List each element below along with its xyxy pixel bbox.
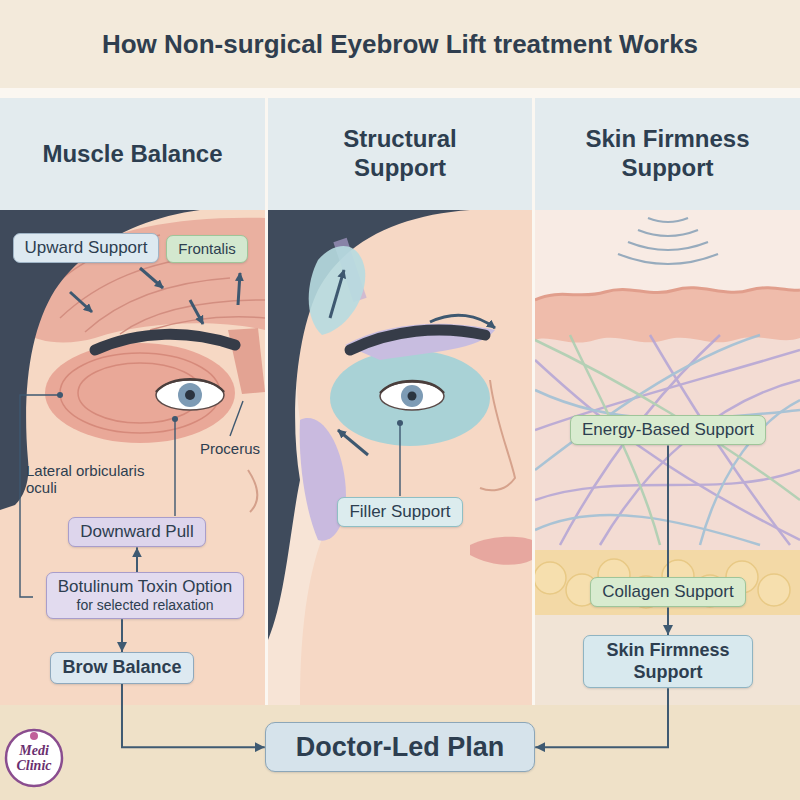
- panel-column: Muscle BalanceUpward Support FrontalisDow…: [0, 98, 265, 705]
- box-label: Upward Support: [25, 238, 148, 258]
- energy-waves: [618, 218, 718, 264]
- muscle-fibres: [78, 363, 202, 423]
- box-label: Filler Support: [349, 502, 450, 522]
- box-label: Skin Firmness Support: [595, 640, 741, 683]
- iris: [401, 385, 423, 407]
- leader-dot: [172, 416, 178, 422]
- box-label: Frontalis: [178, 240, 236, 258]
- skin-section: [535, 210, 800, 705]
- connector: [121, 619, 123, 652]
- wave: [618, 254, 718, 264]
- wave: [628, 242, 708, 250]
- iris: [178, 383, 202, 407]
- connector: [667, 445, 669, 577]
- treatment-box: Botulinum Toxin Optionfor selected relax…: [46, 572, 245, 619]
- pull-arrow: [70, 292, 92, 312]
- logo-text: Medi Clinic: [8, 744, 60, 773]
- lips: [470, 537, 532, 565]
- muscle-fibres: [60, 353, 220, 433]
- leader-dot: [57, 392, 63, 398]
- face-three-quarter: [268, 210, 532, 705]
- result-box: Brow Balance: [50, 652, 193, 684]
- panel-heading: Muscle Balance: [0, 98, 265, 210]
- panel-ground: [535, 210, 800, 705]
- eye: [380, 382, 444, 410]
- muscle-tag: Frontalis: [166, 235, 248, 263]
- fat-cell: [758, 574, 790, 606]
- face-profile: [0, 210, 265, 705]
- effect-box: Downward Pull: [68, 517, 205, 547]
- pull-arrow: [140, 268, 163, 288]
- panel-ground: [268, 210, 532, 705]
- wave: [638, 230, 698, 236]
- logo-flower: [30, 732, 38, 740]
- orbicularis-muscle: [45, 343, 235, 443]
- diagram-title: How Non-surgical Eyebrow Lift treatment …: [0, 0, 800, 88]
- skin-surface: [535, 288, 800, 300]
- eye-filler-zone: [330, 350, 490, 446]
- treatment-box: Energy-Based Support: [570, 415, 766, 445]
- fibre: [535, 515, 760, 545]
- box-label: Downward Pull: [80, 522, 193, 542]
- eyebrow: [350, 330, 485, 350]
- epidermis: [535, 288, 800, 343]
- connector: [122, 684, 265, 748]
- leader-line: [174, 420, 175, 516]
- lift-arrow: [238, 273, 240, 305]
- title-band: [0, 0, 800, 88]
- bottom-band: [0, 705, 800, 800]
- fat-cells: [535, 559, 790, 608]
- eyelid: [156, 379, 224, 392]
- lift-arrow: [338, 430, 368, 455]
- pupil: [408, 392, 417, 401]
- nose-line: [480, 380, 515, 490]
- panel-column: Structural SupportFiller Support: [268, 98, 532, 705]
- box-note: for selected relaxation: [58, 597, 233, 614]
- wave: [648, 218, 688, 222]
- muscle-label: Procerus: [200, 440, 260, 457]
- panel-heading: Skin Firmness Support: [535, 98, 800, 210]
- fat-cell: [535, 562, 566, 594]
- lift-arrow: [330, 270, 344, 318]
- logo-badge: [6, 730, 62, 786]
- skin-ground: [0, 210, 265, 705]
- temple-filler-zone: [309, 246, 366, 335]
- connector: [667, 607, 669, 635]
- connector: [136, 547, 138, 572]
- connector: [535, 688, 668, 747]
- leader-line: [399, 425, 400, 496]
- eyelid: [380, 381, 444, 393]
- treatment-box: Filler Support: [337, 497, 462, 527]
- brow-support-zone: [345, 324, 495, 360]
- effect-box: Collagen Support: [590, 577, 745, 607]
- box-label: Brow Balance: [62, 657, 181, 679]
- plan-box: Doctor-Led Plan: [265, 722, 536, 772]
- procerus-muscle: [228, 328, 265, 394]
- face-skin: [296, 210, 532, 705]
- panel-heading: Structural Support: [268, 98, 532, 210]
- result-box: Skin Firmness Support: [583, 635, 753, 688]
- pupil: [185, 390, 195, 400]
- pull-arrow: [190, 300, 203, 324]
- box-label: Collagen Support: [602, 582, 733, 602]
- leader-line: [230, 401, 243, 436]
- eye: [156, 380, 224, 410]
- lift-arrow: [430, 315, 495, 328]
- panel-column: Skin Firmness SupportEnergy-Based Suppor…: [535, 98, 800, 705]
- muscle-tag: Upward Support: [13, 233, 160, 263]
- muscle-label: Lateral orbicularis oculi: [26, 462, 161, 497]
- eyebrow: [95, 334, 235, 350]
- box-label: Botulinum Toxin Option: [58, 577, 233, 597]
- nose-line: [248, 470, 257, 512]
- leader-dot: [397, 420, 403, 426]
- box-label: Energy-Based Support: [582, 420, 754, 440]
- box-label: Doctor-Led Plan: [296, 731, 505, 763]
